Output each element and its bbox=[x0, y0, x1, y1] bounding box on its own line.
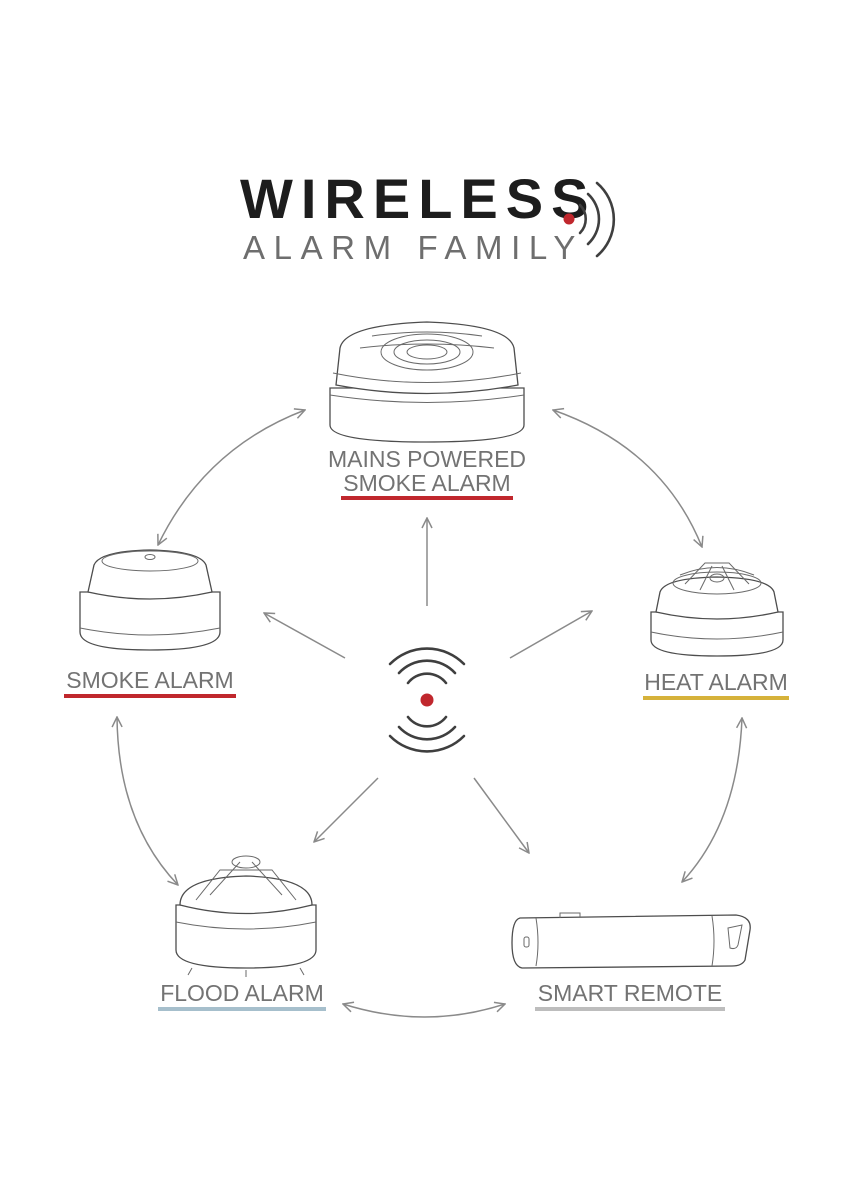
header-signal-icon bbox=[563, 181, 616, 258]
smart-remote-icon bbox=[511, 912, 751, 969]
hub-to-remote bbox=[473, 777, 529, 853]
flood-underline bbox=[158, 1007, 326, 1011]
link-smoke-flood bbox=[117, 717, 178, 885]
mains-underline bbox=[341, 496, 513, 500]
remote-underline bbox=[535, 1007, 725, 1011]
heat-label: HEAT ALARM bbox=[644, 669, 788, 695]
link-mains-smoke bbox=[158, 410, 305, 545]
hub-to-flood bbox=[314, 777, 379, 842]
hub-to-heat bbox=[509, 611, 592, 659]
header: WIRELESS ALARM FAMILY bbox=[240, 167, 616, 266]
mains-smoke-alarm-icon bbox=[329, 321, 525, 443]
hub-to-smoke bbox=[264, 613, 346, 659]
title: WIRELESS bbox=[240, 167, 596, 230]
remote-label: SMART REMOTE bbox=[538, 980, 722, 1006]
mains-label-line1: MAINS POWERED bbox=[328, 446, 526, 472]
subtitle: ALARM FAMILY bbox=[243, 229, 584, 266]
flood-alarm-icon bbox=[175, 855, 317, 977]
smoke-alarm-icon bbox=[79, 549, 221, 651]
link-mains-heat bbox=[553, 410, 702, 547]
heat-alarm-icon bbox=[650, 562, 784, 657]
smoke-underline bbox=[64, 694, 236, 698]
smoke-label: SMOKE ALARM bbox=[66, 667, 233, 693]
device-links bbox=[117, 410, 742, 1018]
hub-links bbox=[264, 518, 592, 853]
link-flood-remote bbox=[343, 1004, 505, 1018]
mains-label-line2: SMOKE ALARM bbox=[343, 470, 510, 496]
heat-underline bbox=[643, 696, 789, 700]
wireless-signal-icon bbox=[388, 647, 466, 753]
flood-label: FLOOD ALARM bbox=[160, 980, 324, 1006]
link-heat-remote bbox=[682, 718, 742, 882]
